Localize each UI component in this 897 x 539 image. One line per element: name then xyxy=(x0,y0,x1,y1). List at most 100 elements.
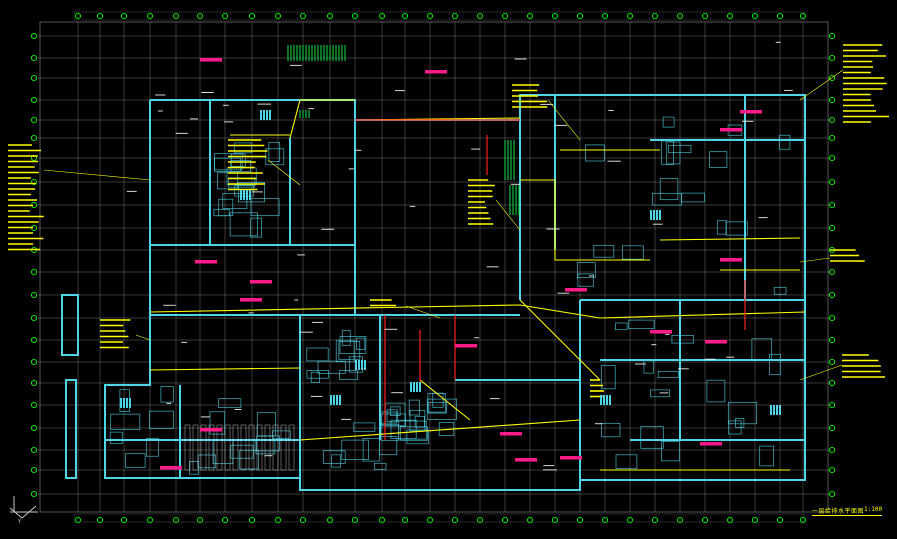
parking-stall xyxy=(200,424,207,471)
axis-bubble xyxy=(828,54,836,62)
axis-bubble xyxy=(526,516,534,524)
room-tag xyxy=(565,288,587,292)
axis-bubble xyxy=(326,12,334,20)
room-partition xyxy=(408,399,420,416)
axis-bubble xyxy=(828,446,836,454)
room-partition xyxy=(427,402,447,414)
plumbing-fixture xyxy=(126,398,128,408)
axis-bubble xyxy=(828,466,836,474)
axis-bubble xyxy=(828,314,836,322)
room-partition xyxy=(650,389,670,398)
room-partition xyxy=(217,172,238,190)
axis-bubble xyxy=(828,224,836,232)
room-partition xyxy=(189,461,199,475)
room-partition xyxy=(341,330,351,346)
room-partition xyxy=(628,319,655,329)
plumbing-fixture xyxy=(776,405,778,415)
axis-bubble xyxy=(30,466,38,474)
axis-bubble xyxy=(451,12,459,20)
axis-bubble xyxy=(726,12,734,20)
axis-bubble xyxy=(799,12,807,20)
axis-bubble xyxy=(726,516,734,524)
plumbing-fixture xyxy=(659,210,661,220)
axis-bubble xyxy=(96,516,104,524)
drawing-frame xyxy=(39,21,829,513)
parking-stall xyxy=(192,424,199,471)
plumbing-fixture xyxy=(129,398,131,408)
axis-bubble xyxy=(30,336,38,344)
axis-bubble xyxy=(274,516,282,524)
drawing-title: 一层给排水平面图 xyxy=(812,508,865,515)
room-partition xyxy=(238,182,265,203)
room-partition xyxy=(773,286,787,295)
plumbing-fixture xyxy=(416,382,418,392)
room-partition xyxy=(322,450,346,464)
axis-bubble xyxy=(378,12,386,20)
axis-bubble xyxy=(426,516,434,524)
axis-bubble xyxy=(626,516,634,524)
room-partition xyxy=(339,336,367,354)
plumbing-fixture xyxy=(263,110,265,120)
drawing-title-block: 一层给排水平面图 1:100 xyxy=(812,506,884,518)
room-tag xyxy=(515,458,537,462)
dimension-strip-bottom xyxy=(73,513,805,523)
parking-stall xyxy=(216,424,223,471)
room-partition xyxy=(338,341,361,360)
room-partition xyxy=(769,353,781,375)
axis-bubble xyxy=(196,12,204,20)
room-partition xyxy=(709,151,728,168)
axis-bubble xyxy=(196,516,204,524)
room-partition xyxy=(149,410,174,429)
room-partition xyxy=(593,244,615,258)
room-partition xyxy=(356,337,366,351)
room-partition xyxy=(213,208,230,217)
water-pipe xyxy=(149,304,806,319)
building-walls xyxy=(61,94,806,491)
room-tag xyxy=(720,258,742,262)
plumbing-fixture xyxy=(269,110,271,120)
room-partition xyxy=(621,245,644,260)
room-partition xyxy=(310,371,320,383)
room-partition xyxy=(222,193,248,209)
room-partition xyxy=(426,398,457,420)
axis-bubble xyxy=(651,12,659,20)
parking-stall xyxy=(280,424,287,471)
wall xyxy=(61,294,79,356)
equipment-symbols xyxy=(120,45,781,415)
parking-stall xyxy=(248,424,255,471)
room-partition xyxy=(373,462,387,470)
room-partition xyxy=(390,419,417,440)
leader-line xyxy=(547,99,581,141)
axis-bubble xyxy=(30,490,38,498)
room-partition xyxy=(341,439,369,460)
axis-bubble xyxy=(30,96,38,104)
plumbing-fixture xyxy=(656,210,658,220)
room-partition xyxy=(727,401,758,425)
axis-bubble xyxy=(701,12,709,20)
title-underline xyxy=(812,515,882,516)
room-partition xyxy=(386,409,398,423)
parking-stall xyxy=(184,424,191,471)
axis-bubble xyxy=(30,401,38,409)
axis-bubble xyxy=(120,12,128,20)
room-partition xyxy=(250,217,262,238)
room-partition xyxy=(751,338,773,361)
axis-bubble xyxy=(751,12,759,20)
axis-bubble xyxy=(526,12,534,20)
axis-bubble xyxy=(30,54,38,62)
room-partitions xyxy=(109,116,791,475)
plumbing-fixture xyxy=(266,110,268,120)
axis-bubble xyxy=(120,516,128,524)
leader-line xyxy=(799,364,843,381)
parking-stall xyxy=(288,424,295,471)
room-partition xyxy=(353,422,376,432)
axis-bubble xyxy=(476,516,484,524)
axis-bubble xyxy=(828,291,836,299)
ucs-axis-icon: Y xyxy=(9,496,38,525)
water-pipe xyxy=(419,379,471,421)
axis-bubble xyxy=(828,178,836,186)
parking-stall xyxy=(256,424,263,471)
axis-bubble xyxy=(299,12,307,20)
room-partition xyxy=(306,347,329,362)
